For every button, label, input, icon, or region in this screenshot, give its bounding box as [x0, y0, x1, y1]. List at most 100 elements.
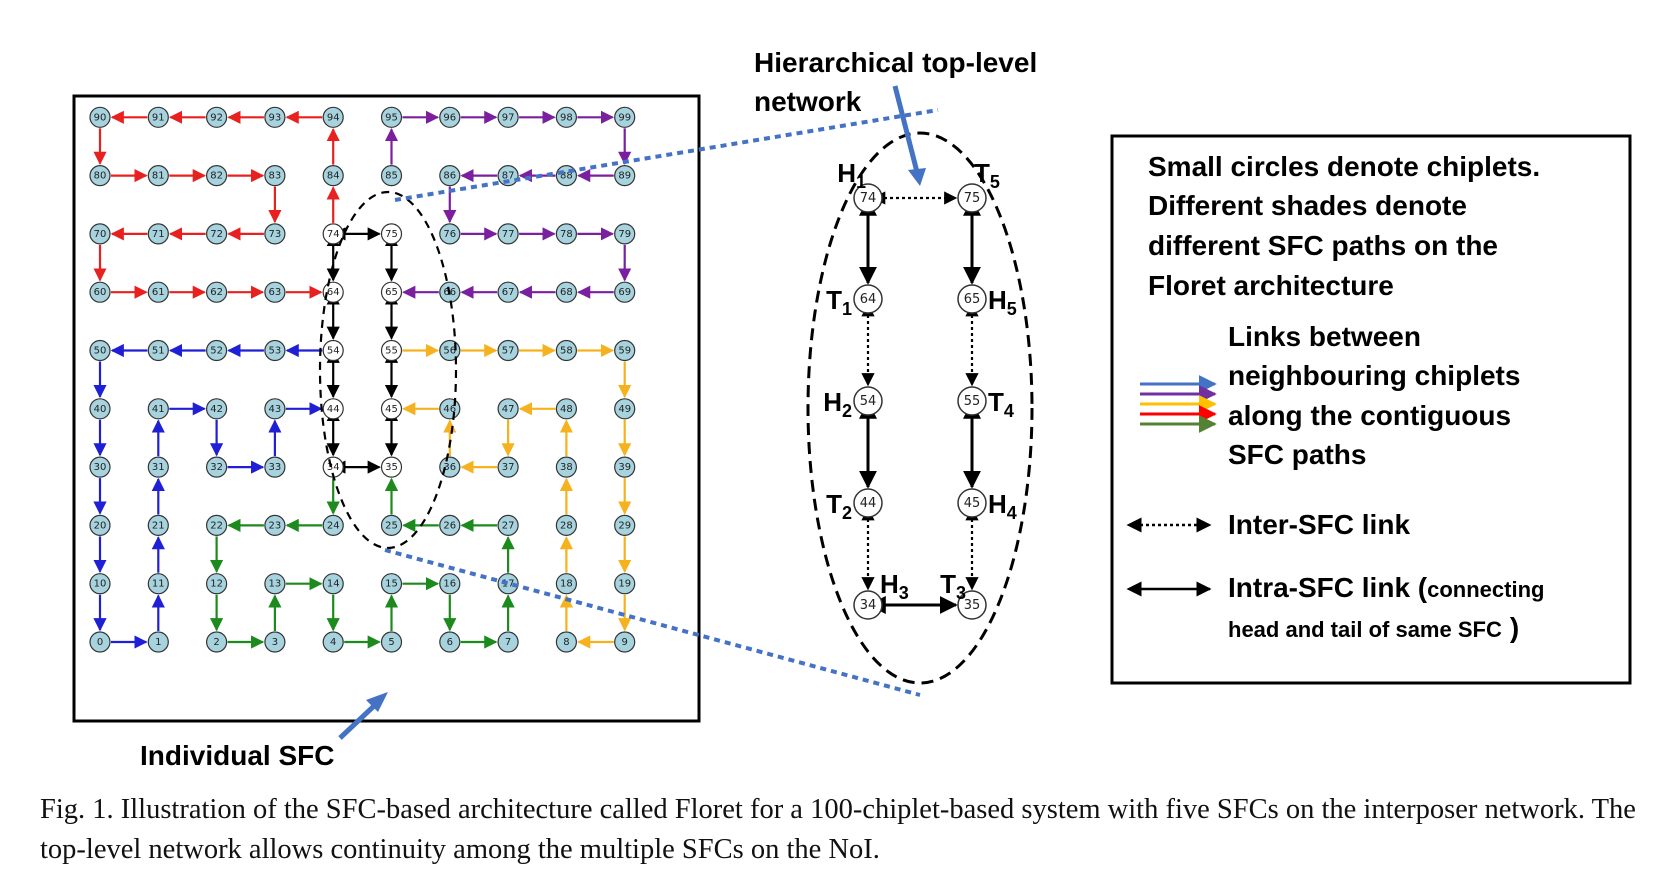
- chiplet-label: 23: [269, 520, 282, 531]
- svg-text:SFC paths: SFC paths: [1228, 439, 1366, 470]
- chiplet-label: 7: [505, 637, 511, 648]
- chiplet-node: 75: [380, 223, 403, 245]
- chiplet-node: 52: [206, 339, 228, 362]
- legend-intra-label: Intra-SFC link (connecting: [1228, 572, 1544, 603]
- chiplet-node: 60: [89, 281, 111, 303]
- chiplet-label: 16: [443, 579, 456, 590]
- chiplet-label: 83: [269, 171, 282, 182]
- zoom-head-tail-label: H4: [988, 489, 1017, 523]
- chiplet-label: 88: [560, 171, 573, 182]
- chiplet-label: 81: [152, 171, 165, 182]
- chiplet-label: 72: [210, 229, 223, 240]
- chiplet-label: 97: [502, 112, 515, 123]
- chiplet-label: 71: [152, 229, 165, 240]
- zoom-head-tail-label: T3: [940, 569, 966, 603]
- chiplet-label: 54: [327, 346, 340, 357]
- chiplet-node: 70: [89, 223, 111, 245]
- chiplet-label: 78: [560, 229, 573, 240]
- chiplet-node: 46: [439, 398, 461, 420]
- chiplet-node: 10: [89, 573, 111, 595]
- chiplet-label: 31: [152, 462, 165, 473]
- chiplet-node: 12: [206, 573, 228, 595]
- chiplet-label: 67: [502, 287, 515, 298]
- chiplet-node: 39: [614, 456, 636, 478]
- chiplet-label: 25: [385, 520, 398, 531]
- chiplet-label: 8: [563, 637, 569, 648]
- chiplet-node: 11: [147, 573, 169, 595]
- legend-inter-label: Inter-SFC link: [1228, 509, 1410, 540]
- chiplet-node: 3: [264, 631, 286, 653]
- chiplet-label: 51: [152, 346, 165, 357]
- chiplet-label: 82: [210, 171, 223, 182]
- svg-text:45: 45: [964, 496, 981, 511]
- chiplet-node: 91: [147, 106, 169, 128]
- zoom-head-tail-label: H2: [823, 387, 852, 421]
- chiplet-label: 80: [94, 171, 107, 182]
- chiplet-node: 80: [89, 165, 111, 187]
- chiplet-label: 19: [618, 579, 631, 590]
- chiplet-node: 29: [614, 514, 636, 537]
- svg-text:54: 54: [860, 394, 877, 409]
- chiplet-node: 79: [614, 223, 636, 245]
- svg-text:Small circles denote chiplets.: Small circles denote chiplets.: [1148, 151, 1540, 182]
- chiplet-label: 45: [385, 404, 398, 415]
- chiplet-node: 71: [147, 223, 169, 245]
- chiplet-node: 30: [89, 456, 111, 478]
- chiplet-node: 43: [264, 398, 286, 420]
- chiplet-label: 92: [210, 112, 223, 123]
- chiplet-label: 69: [618, 287, 631, 298]
- chiplet-label: 95: [385, 112, 398, 123]
- chiplet-node: 47: [497, 398, 519, 420]
- svg-text:Links between: Links between: [1228, 321, 1421, 352]
- chiplet-label: 58: [560, 346, 573, 357]
- chiplet-node: 15: [380, 573, 403, 595]
- chiplet-node: 97: [497, 106, 519, 128]
- chiplet-label: 90: [94, 112, 107, 123]
- top-network-pointer: [892, 85, 920, 173]
- chiplet-label: 15: [385, 579, 398, 590]
- individual-sfc-pointer: [338, 703, 377, 740]
- chiplet-label: 86: [443, 171, 456, 182]
- chiplet-label: 64: [327, 287, 340, 298]
- chiplet-node: 83: [264, 165, 286, 187]
- chiplet-node: 14: [322, 573, 344, 595]
- chiplet-label: 94: [327, 112, 340, 123]
- chiplet-node: 77: [497, 223, 519, 245]
- legend-intra-label-line2: head and tail of same SFC): [1228, 612, 1519, 643]
- svg-text:Different shades denote: Different shades denote: [1148, 190, 1467, 221]
- chiplet-label: 79: [618, 229, 631, 240]
- chiplet-node: 98: [555, 106, 578, 128]
- svg-text:65: 65: [964, 292, 981, 307]
- svg-text:64: 64: [860, 292, 877, 307]
- chiplet-label: 96: [443, 112, 456, 123]
- svg-text:34: 34: [860, 598, 877, 613]
- chiplet-node: 42: [206, 398, 228, 420]
- chiplet-node: 23: [264, 514, 286, 537]
- top-network-pointer-head: [908, 168, 926, 186]
- chiplet-node: 74: [322, 223, 344, 245]
- chiplet-node: 55: [380, 339, 403, 362]
- svg-text:along the contiguous: along the contiguous: [1228, 400, 1511, 431]
- chiplet-label: 27: [502, 520, 515, 531]
- chiplet-node: 73: [264, 223, 286, 245]
- chiplet-label: 73: [269, 229, 282, 240]
- chiplet-node: 53: [264, 339, 286, 362]
- chiplet-node: 92: [206, 106, 228, 128]
- chiplet-label: 70: [94, 229, 107, 240]
- chiplet-node: 21: [147, 514, 169, 537]
- chiplet-label: 91: [152, 112, 165, 123]
- legend-links-text: Links between neighbouring chiplets alon…: [1228, 321, 1520, 470]
- chiplet-node: 89: [614, 165, 636, 187]
- grid-frame: [72, 94, 701, 723]
- svg-text:55: 55: [964, 394, 981, 409]
- chiplet-label: 36: [443, 462, 456, 473]
- chiplet-label: 10: [94, 579, 107, 590]
